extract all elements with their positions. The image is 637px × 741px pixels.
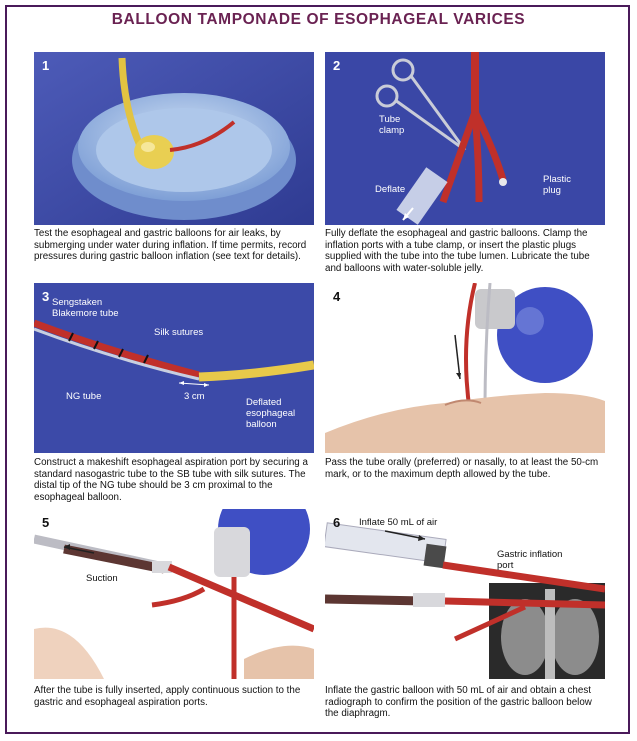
inflate-air-label: Inflate 50 mL of air: [359, 517, 438, 528]
silk-sutures-label: Silk sutures: [154, 327, 204, 338]
panel-3-caption: Construct a makeshift esophageal aspirat…: [34, 457, 308, 503]
suction-illustration: [34, 509, 314, 679]
panel-2-caption: Fully deflate the esophageal and gastric…: [325, 228, 590, 274]
panel-4-illustration: 4: [325, 283, 605, 453]
plastic-plug-label: Plastic plug: [543, 174, 571, 196]
panel-2-illustration: 2 Tube clamp Plastic plug Deflate: [325, 52, 605, 225]
panel-1-illustration: 1: [34, 52, 314, 225]
sb-tube-illustration: [34, 283, 314, 453]
clamp-illustration: [325, 52, 605, 225]
panel-6-caption: Inflate the gastric balloon with 50 mL o…: [325, 685, 592, 720]
panel-number: 6: [333, 515, 341, 530]
bowl-illustration: [34, 52, 314, 225]
tube-clamp-label: Tube clamp: [379, 114, 405, 136]
three-cm-label: 3 cm: [184, 391, 205, 402]
ng-tube-label: NG tube: [66, 391, 102, 402]
panel-5-caption: After the tube is fully inserted, apply …: [34, 685, 301, 708]
panel-number: 1: [42, 58, 50, 73]
panel-number: 4: [333, 289, 341, 304]
panel-5-illustration: 5 Suction: [34, 509, 314, 679]
panel-6-illustration: 6 Inflate 50 mL of air Gastric inflation…: [325, 509, 605, 679]
figure-title: BALLOON TAMPONADE OF ESOPHAGEAL VARICES: [111, 11, 526, 28]
sengstaken-blakemore-label: Sengstaken Blakemore tube: [52, 297, 119, 319]
inflation-illustration: [325, 509, 605, 679]
panel-number: 5: [42, 515, 50, 530]
panel-number: 3: [42, 289, 50, 304]
panel-4-caption: Pass the tube orally (preferred) or nasa…: [325, 457, 599, 480]
panel-number: 2: [333, 58, 341, 73]
insertion-illustration: [325, 283, 605, 453]
panel-1-caption: Test the esophageal and gastric balloons…: [34, 228, 307, 263]
gastric-inflation-port-label: Gastric inflation port: [497, 549, 563, 571]
panel-3-illustration: 3 Sengstaken Blakemore tube Silk sutures…: [34, 283, 314, 453]
suction-label: Suction: [86, 573, 118, 584]
deflated-balloon-label: Deflated esophageal balloon: [246, 397, 296, 430]
deflate-label: Deflate: [375, 184, 406, 195]
